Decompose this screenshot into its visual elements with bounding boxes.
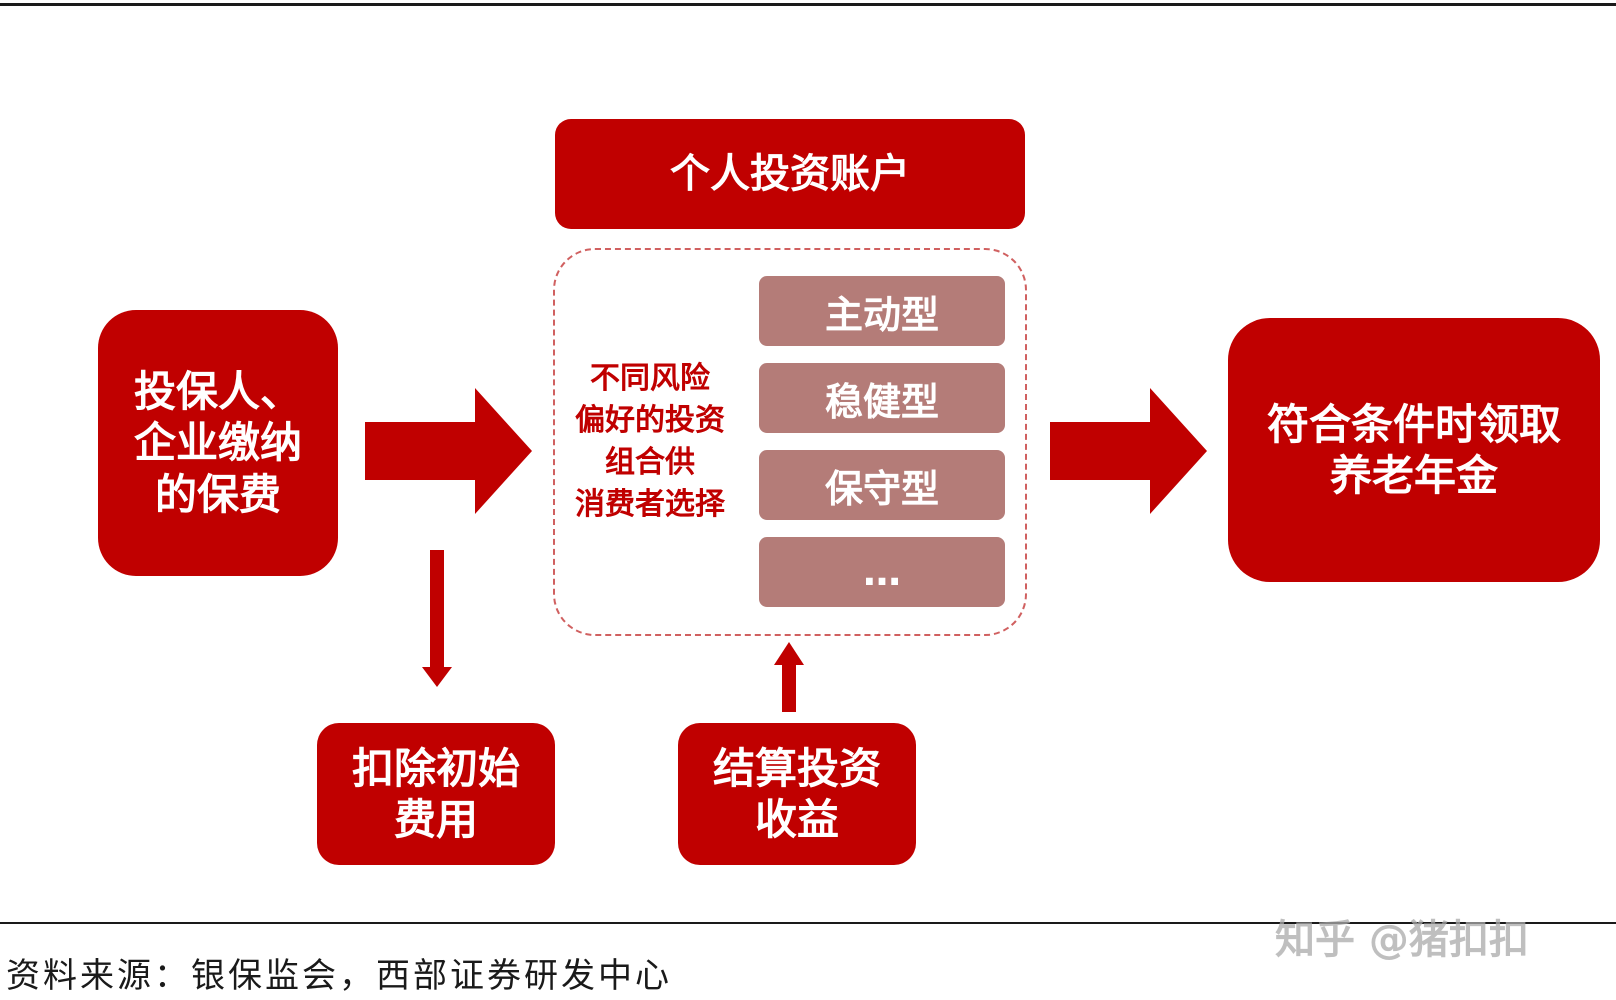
- investment-return-settlement-box: 结算投资 收益: [678, 723, 916, 865]
- pension-payout-box: 符合条件时领取 养老年金: [1228, 318, 1600, 582]
- portfolio-line: 偏好的投资: [575, 403, 725, 438]
- pension-line: 养老年金: [1329, 451, 1498, 500]
- initial-fee-deduction-box: 扣除初始 费用: [317, 723, 555, 865]
- top-rule: [0, 3, 1616, 6]
- arrow-up-from-return: [774, 642, 804, 712]
- premium-line: 企业缴纳: [133, 418, 302, 468]
- investment-type-more: …: [759, 537, 1005, 607]
- arrow-right-premium-to-account: [365, 388, 532, 514]
- portfolio-options-area: [553, 248, 1027, 636]
- return-line: 收益: [754, 795, 839, 844]
- source-note: 资料来源：银保监会，西部证券研发中心: [6, 956, 672, 996]
- premium-line: 的保费: [154, 469, 281, 519]
- personal-investment-account-box: 个人投资账户: [555, 119, 1025, 229]
- fee-line: 扣除初始: [351, 743, 520, 793]
- account-title: 个人投资账户: [670, 150, 910, 197]
- portfolio-description: 不同风险 偏好的投资 组合供 消费者选择: [565, 358, 735, 526]
- portfolio-line: 不同风险: [590, 361, 710, 396]
- investment-type-balanced: 稳健型: [759, 363, 1005, 433]
- return-line: 结算投资: [712, 743, 881, 793]
- investment-type-active: 主动型: [759, 276, 1005, 346]
- arrow-right-account-to-pension: [1050, 388, 1207, 514]
- portfolio-line: 组合供: [605, 445, 695, 480]
- arrow-down-to-fee: [422, 550, 452, 687]
- premium-box: 投保人、 企业缴纳 的保费: [98, 310, 338, 576]
- watermark: 知乎 @猪扣扣: [1275, 917, 1529, 963]
- fee-line: 费用: [393, 795, 478, 844]
- portfolio-line: 消费者选择: [575, 487, 725, 522]
- pension-line: 符合条件时领取: [1266, 399, 1561, 449]
- premium-line: 投保人、: [133, 367, 302, 417]
- investment-type-conservative: 保守型: [759, 450, 1005, 520]
- bottom-rule: [0, 922, 1616, 924]
